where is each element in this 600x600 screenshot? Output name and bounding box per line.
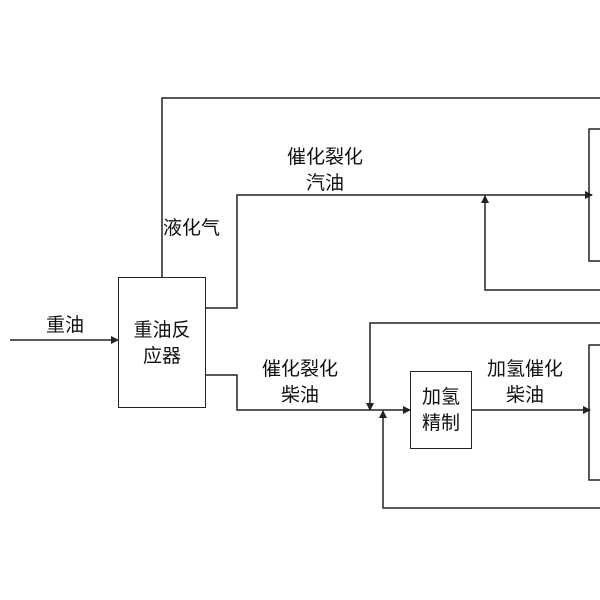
diesel-lower-recycle-line — [379, 410, 600, 509]
lpg-label: 液化气 — [163, 217, 221, 239]
diesel-line — [205, 374, 411, 414]
hydro-diesel-label: 加氢催化 柴油 — [487, 356, 563, 408]
gasoline-label-line2: 汽油 — [306, 172, 345, 194]
lower-right-unit-box — [588, 344, 600, 481]
hydro-diesel-label-line1: 加氢催化 — [487, 358, 564, 380]
reactor-label-line2: 应器 — [142, 344, 181, 367]
upper-right-unit-box — [588, 128, 600, 262]
hydrotreating-label-line1: 加氢 — [421, 386, 460, 408]
hydrotreating-box: 加氢 精制 — [410, 371, 472, 449]
gasoline-recycle-line — [481, 195, 600, 291]
hydro-diesel-label-line2: 柴油 — [506, 384, 545, 406]
diesel-label-line1: 催化裂化 — [262, 358, 339, 380]
diesel-upper-recycle-line — [366, 322, 600, 411]
gasoline-label-line1: 催化裂化 — [287, 146, 364, 168]
feed-label: 重油 — [46, 314, 85, 336]
hydrotreating-label-line2: 精制 — [421, 412, 460, 434]
diesel-label: 催化裂化 柴油 — [262, 356, 338, 408]
reactor-box: 重油反 应器 — [118, 277, 206, 408]
gasoline-line — [205, 191, 593, 309]
lpg-line — [161, 97, 600, 277]
diesel-label-line2: 柴油 — [281, 384, 320, 406]
reactor-label-line1: 重油反 — [133, 318, 191, 341]
gasoline-label: 催化裂化 汽油 — [287, 144, 363, 196]
